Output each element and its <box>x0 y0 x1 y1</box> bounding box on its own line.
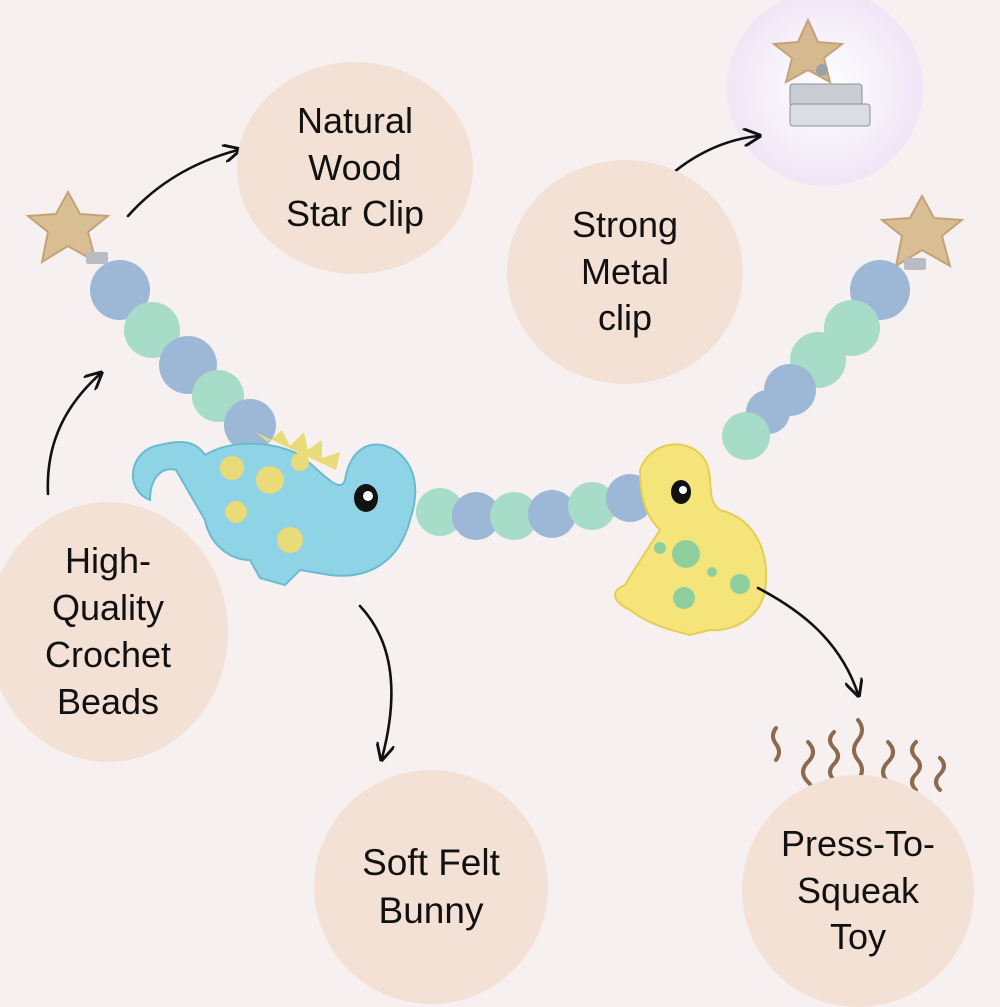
dinosaur-blue <box>131 430 417 587</box>
arrow-to-wood-clip-icon <box>126 150 238 218</box>
callout-crochet-beads-text: High- Quality Crochet Beads <box>44 540 172 722</box>
crochet-beads-right <box>722 260 910 460</box>
arrow-to-squeak-icon <box>756 586 858 694</box>
crochet-beads-middle <box>416 474 654 540</box>
callout-wood-star-clip: Natural Wood Star Clip <box>237 62 473 274</box>
left-wood-star-clip <box>25 189 111 265</box>
callout-squeak-toy: Press-To- Squeak Toy <box>742 775 974 1007</box>
dinosaur-yellow <box>614 443 768 637</box>
callout-soft-felt: Soft Felt Bunny <box>314 770 548 1004</box>
callout-crochet-beads: High- Quality Crochet Beads <box>0 502 228 762</box>
crochet-beads-left <box>90 260 276 451</box>
arrow-to-felt-icon <box>358 604 391 758</box>
callout-wood-star-clip-text: Natural Wood Star Clip <box>285 99 425 235</box>
callout-metal-clip-text: Strong Metal clip <box>571 203 679 339</box>
arrow-to-beads-icon <box>46 374 100 496</box>
metal-clip-photo <box>727 0 923 186</box>
right-wood-star-clip <box>879 193 965 270</box>
callout-squeak-toy-text: Press-To- Squeak Toy <box>780 822 936 958</box>
callout-soft-felt-text: Soft Felt Bunny <box>362 841 500 931</box>
callout-metal-clip: Strong Metal clip <box>507 160 743 384</box>
